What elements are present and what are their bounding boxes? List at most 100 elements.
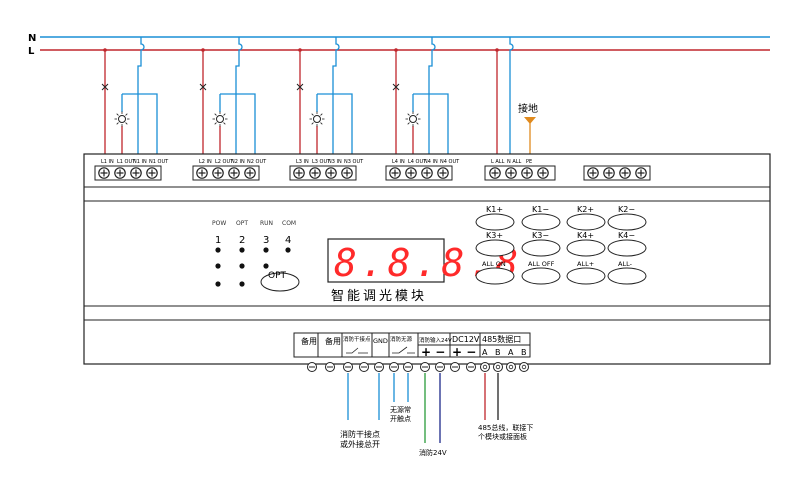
rs485-bus-note: 485总线，联接下 个模块或接面板	[478, 423, 536, 441]
opt-button-label: OPT	[268, 271, 287, 281]
key-all--button[interactable]: ALL+	[566, 260, 606, 285]
status-led	[285, 247, 291, 253]
key-k3--button[interactable]: K3−	[521, 231, 561, 257]
status-led	[215, 247, 221, 253]
terminal-screw[interactable]	[405, 167, 417, 179]
terminal-screw[interactable]	[389, 167, 401, 179]
key-label: ALL OFF	[528, 260, 555, 268]
key-label: ALL-	[618, 260, 633, 268]
terminal-screw[interactable]	[325, 167, 337, 179]
rs485-terminal-screw[interactable]	[493, 362, 503, 372]
terminal-label: L4 OUT	[408, 159, 427, 165]
key-k4--button[interactable]: K4+	[566, 231, 606, 257]
lamp-icon	[212, 111, 228, 127]
no-power-contact-note: 无源常 开触点	[390, 405, 413, 423]
terminal-screw[interactable]	[244, 167, 256, 179]
rs485-terminal-screw[interactable]	[506, 362, 516, 372]
terminal-screw[interactable]	[98, 167, 110, 179]
gnd-label: GND	[373, 337, 388, 345]
terminal-screw[interactable]	[309, 167, 321, 179]
led-label: POW	[212, 220, 226, 227]
key-k1--button[interactable]: K1+	[475, 205, 515, 231]
bottom-terminal-screw[interactable]	[374, 362, 384, 372]
key-all-off-button[interactable]: ALL OFF	[521, 260, 561, 285]
key-k1--button[interactable]: K1−	[521, 205, 561, 231]
neutral-rail-label: N	[28, 33, 36, 44]
key-k2--button[interactable]: K2+	[566, 205, 606, 231]
terminal-label: N2 IN	[231, 159, 245, 165]
terminal-label: L3 IN	[296, 159, 309, 165]
bottom-terminal-screw[interactable]	[403, 362, 413, 372]
key-all-on-button[interactable]: ALL ON	[475, 260, 515, 285]
terminal-label: N1 OUT	[149, 159, 169, 165]
terminal-screw[interactable]	[505, 167, 517, 179]
bottom-terminal-screw[interactable]	[450, 362, 460, 372]
led-number: 4	[285, 235, 291, 246]
rs485-pin-label: A	[508, 348, 514, 357]
status-led	[239, 263, 245, 269]
terminal-screw[interactable]	[489, 167, 501, 179]
channel-3-wiring	[296, 37, 353, 160]
terminal-screw[interactable]	[130, 167, 142, 179]
bottom-terminal-screw[interactable]	[325, 362, 335, 372]
breaker-icon	[392, 83, 400, 91]
terminal-screw[interactable]	[212, 167, 224, 179]
status-led	[263, 263, 269, 269]
key-label: K4+	[577, 231, 594, 240]
dc12v-label: DC12V	[452, 335, 480, 344]
terminal-screw[interactable]	[521, 167, 533, 179]
terminal-screw[interactable]	[437, 167, 449, 179]
led-number: 3	[263, 235, 269, 246]
key-k2--button[interactable]: K2−	[607, 205, 647, 231]
terminal-screw[interactable]	[228, 167, 240, 179]
opt-button[interactable]	[260, 272, 300, 292]
rs485-terminal-screw[interactable]	[519, 362, 529, 372]
led-label: OPT	[236, 220, 248, 227]
channel-wiring	[101, 37, 449, 160]
led-number: 1	[215, 235, 221, 246]
bottom-terminal-screw[interactable]	[420, 362, 430, 372]
spare2-label: 备用	[325, 336, 341, 346]
terminal-screw[interactable]	[114, 167, 126, 179]
terminal-screw[interactable]	[619, 167, 631, 179]
status-led	[239, 247, 245, 253]
earth-symbol-icon	[524, 117, 536, 124]
lamp-icon	[405, 111, 421, 127]
terminal-screw[interactable]	[603, 167, 615, 179]
rs485-terminal-screw[interactable]	[480, 362, 490, 372]
earth-label: 接地	[518, 102, 538, 115]
terminal-label: N3 OUT	[344, 159, 364, 165]
bottom-terminal-screw[interactable]	[359, 362, 369, 372]
key-k4--button[interactable]: K4−	[607, 231, 647, 257]
terminal-screw[interactable]	[196, 167, 208, 179]
bottom-terminal-screw[interactable]	[435, 362, 445, 372]
bottom-terminal-screw[interactable]	[466, 362, 476, 372]
bottom-terminal-screw[interactable]	[389, 362, 399, 372]
bottom-terminal-screw[interactable]	[343, 362, 353, 372]
key-label: K2+	[577, 205, 594, 214]
plus-minus-24v-icon: + −	[421, 345, 445, 359]
terminal-screw[interactable]	[146, 167, 158, 179]
terminal-screw[interactable]	[341, 167, 353, 179]
plus-minus-12v-icon: + −	[452, 345, 476, 359]
key-label: ALL ON	[482, 260, 506, 268]
terminal-label: L2 OUT	[215, 159, 234, 165]
key-k3--button[interactable]: K3+	[475, 231, 515, 257]
rs485-label: 485数据口	[482, 334, 521, 344]
terminal-screw[interactable]	[421, 167, 433, 179]
terminal-label: N ALL	[507, 159, 522, 165]
terminal-screw[interactable]	[537, 167, 549, 179]
terminal-screw[interactable]	[635, 167, 647, 179]
terminal-screw[interactable]	[293, 167, 305, 179]
bottom-terminal-screw[interactable]	[307, 362, 317, 372]
terminal-screw[interactable]	[587, 167, 599, 179]
key-all--button[interactable]: ALL-	[607, 260, 647, 285]
no-power-contact-symbol-icon	[392, 346, 415, 354]
lamp-icon	[114, 111, 130, 127]
